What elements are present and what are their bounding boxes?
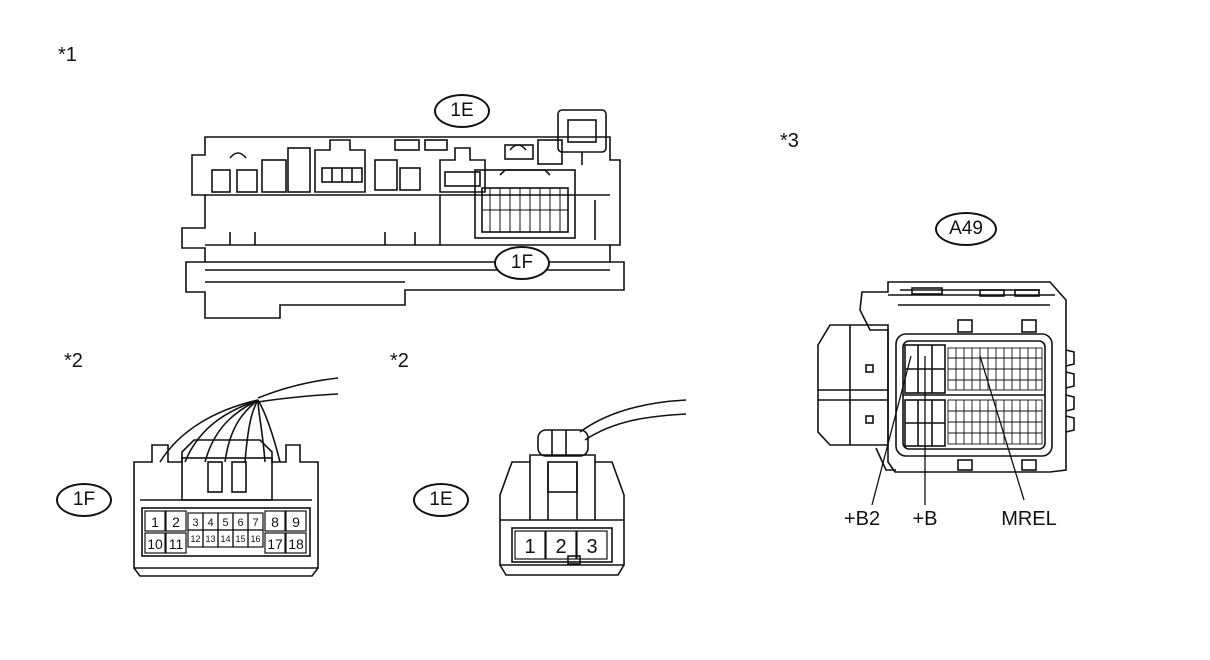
- tag-top-1e: 1E: [434, 94, 490, 128]
- ecu-body: [181, 109, 625, 319]
- pin-1e-2: 2: [555, 536, 566, 558]
- pin-1f-12: 12: [190, 534, 200, 544]
- pin-1e-1: 1: [524, 536, 535, 558]
- note-3: *3: [780, 130, 799, 152]
- note-2-left: *2: [64, 350, 83, 372]
- pin-1f-8: 8: [271, 514, 279, 530]
- pin-1f-7: 7: [252, 517, 258, 529]
- pin-1f-16: 16: [250, 534, 260, 544]
- pin-1f-15: 15: [235, 534, 245, 544]
- pin-1f-1: 1: [151, 514, 159, 530]
- pin-grid-1e: [514, 530, 608, 560]
- pin-1f-13: 13: [205, 534, 215, 544]
- pin-1f-9: 9: [292, 514, 300, 530]
- leader-mrel: [979, 355, 1025, 501]
- pin-1f-2: 2: [172, 514, 180, 530]
- pin-1f-5: 5: [222, 517, 228, 529]
- connector-1f-diagram: [133, 377, 339, 577]
- tag-mid-1e: 1E: [413, 483, 469, 517]
- pin-1e-3: 3: [586, 536, 597, 558]
- connector-1e-diagram: [499, 399, 687, 576]
- pin-1f-6: 6: [237, 517, 243, 529]
- leader-b2: [871, 355, 912, 506]
- connector-a49-diagram: [817, 281, 1075, 506]
- tag-top-1f: 1F: [494, 246, 550, 280]
- pin-1f-4: 4: [207, 517, 213, 529]
- pin-1f-14: 14: [220, 534, 230, 544]
- pin-1f-11: 11: [169, 536, 184, 552]
- note-2-mid: *2: [390, 350, 409, 372]
- tag-a49: A49: [935, 212, 997, 246]
- pin-1f-17: 17: [267, 536, 283, 552]
- note-1: *1: [58, 44, 77, 66]
- pin-1f-3: 3: [192, 517, 198, 529]
- terminal-b2-label: +B2: [844, 508, 880, 530]
- pin-grid-1f: [144, 510, 307, 554]
- terminal-b-label: +B: [912, 508, 937, 530]
- terminal-mrel-label: MREL: [1001, 508, 1057, 530]
- pin-1f-18: 18: [288, 536, 304, 552]
- tag-left-1f: 1F: [56, 483, 112, 517]
- pin-1f-10: 10: [147, 536, 163, 552]
